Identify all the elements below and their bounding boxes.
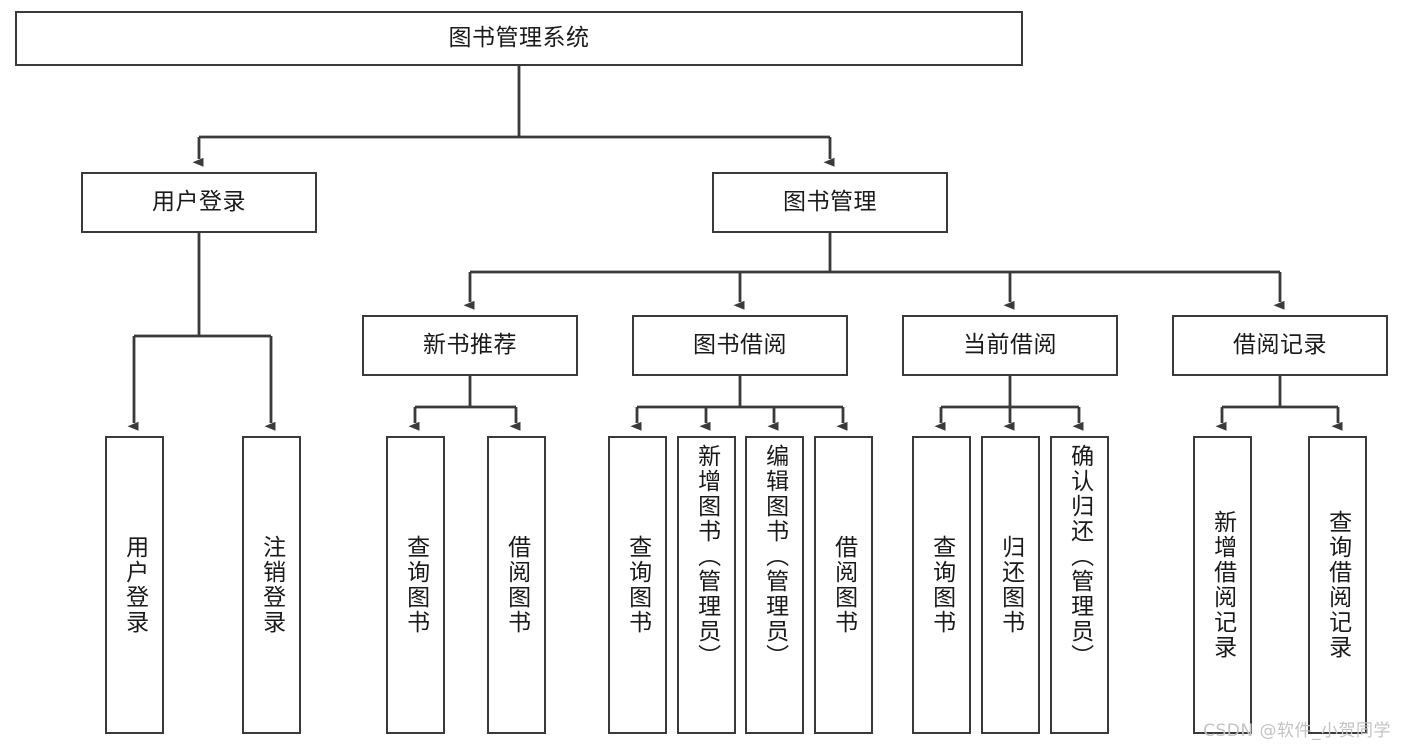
node-label: 编辑图书（管理员） [761, 444, 788, 669]
csdn-watermark: CSDN @软件_小贺同学 [1203, 721, 1391, 741]
node-label: 新书推荐 [423, 331, 517, 358]
node-label: 图书借阅 [693, 331, 787, 358]
node-label: 新增借阅记录 [1209, 510, 1236, 660]
node-leaf-borrow-book-2[interactable]: 借阅图书 [814, 436, 873, 734]
node-label: 借阅记录 [1233, 331, 1327, 358]
node-leaf-query-book-3[interactable]: 查询图书 [912, 436, 971, 734]
node-label: 图书管理系统 [448, 24, 590, 51]
node-user-login[interactable]: 用户登录 [81, 172, 317, 233]
node-leaf-query-book-2[interactable]: 查询图书 [608, 436, 667, 734]
node-leaf-logout-login[interactable]: 注销登录 [242, 436, 301, 734]
node-label: 用户登录 [152, 188, 246, 215]
node-leaf-confirm-return[interactable]: 确认归还（管理员） [1050, 436, 1109, 734]
node-label: 查询借阅记录 [1324, 510, 1351, 660]
node-label: 新增图书（管理员） [693, 444, 720, 669]
node-leaf-borrow-book-1[interactable]: 借阅图书 [487, 436, 546, 734]
node-label: 查询图书 [928, 535, 955, 635]
node-label: 查询图书 [402, 535, 429, 635]
node-leaf-add-book[interactable]: 新增图书（管理员） [677, 436, 736, 734]
node-label: 注销登录 [258, 535, 285, 635]
node-new-book-recommend[interactable]: 新书推荐 [362, 315, 578, 376]
node-leaf-return-book[interactable]: 归还图书 [981, 436, 1040, 734]
node-leaf-query-borrow-record[interactable]: 查询借阅记录 [1308, 436, 1367, 734]
node-leaf-query-book-1[interactable]: 查询图书 [386, 436, 445, 734]
node-label: 图书管理 [783, 188, 877, 215]
node-label: 查询图书 [624, 535, 651, 635]
node-book-borrow[interactable]: 图书借阅 [632, 315, 848, 376]
node-label: 当前借阅 [963, 331, 1057, 358]
node-label: 借阅图书 [503, 535, 530, 635]
node-label: 用户登录 [121, 535, 148, 635]
node-label: 确认归还（管理员） [1066, 444, 1093, 669]
node-leaf-user-login[interactable]: 用户登录 [105, 436, 164, 734]
node-leaf-add-borrow-record[interactable]: 新增借阅记录 [1193, 436, 1252, 734]
node-book-manage[interactable]: 图书管理 [712, 172, 948, 233]
node-label: 归还图书 [997, 535, 1024, 635]
node-label: 借阅图书 [830, 535, 857, 635]
node-root-system[interactable]: 图书管理系统 [15, 11, 1023, 66]
node-leaf-edit-book[interactable]: 编辑图书（管理员） [745, 436, 804, 734]
node-current-borrow[interactable]: 当前借阅 [902, 315, 1118, 376]
node-borrow-record[interactable]: 借阅记录 [1172, 315, 1388, 376]
